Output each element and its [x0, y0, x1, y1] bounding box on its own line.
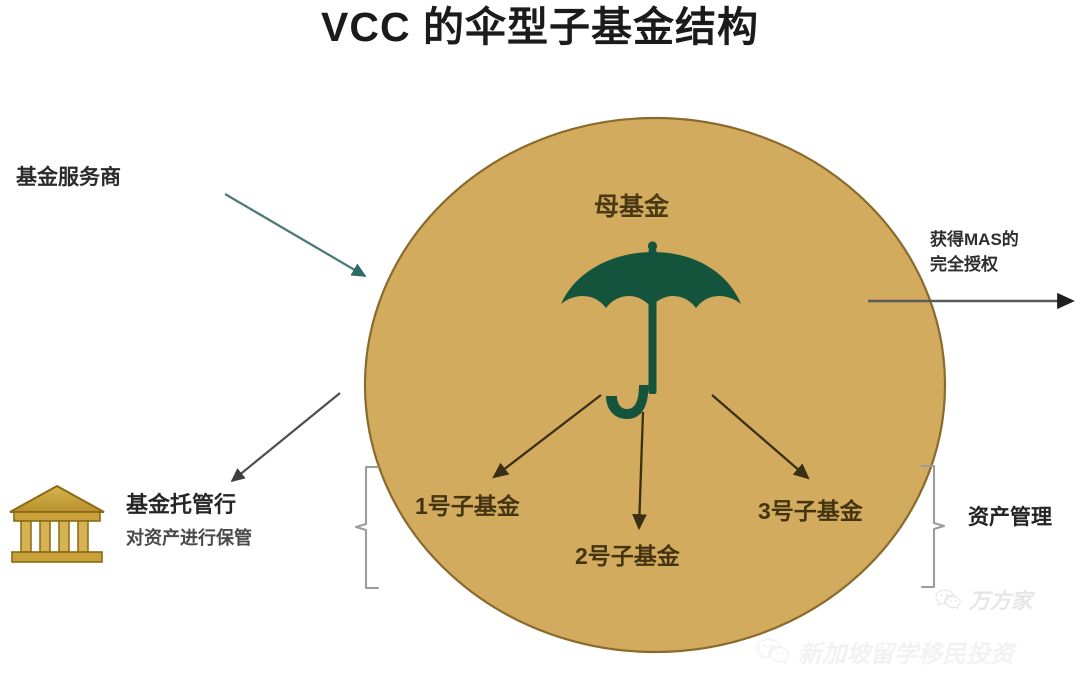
label-custodian-bank-title: 基金托管行 [126, 492, 237, 517]
bank-building-icon [9, 484, 105, 563]
arrow-to-subfund-2 [632, 411, 647, 531]
watermark-top: 万方家 [935, 585, 1032, 615]
umbrella-icon [561, 241, 741, 419]
label-asset-management: 资产管理 [968, 506, 1052, 529]
watermark-bottom: 新加坡留学移民投资 [756, 634, 1014, 669]
wechat-icon [935, 589, 961, 610]
watermark-bottom-text: 新加坡留学移民投资 [798, 641, 1014, 668]
wechat-icon [756, 638, 790, 664]
bracket-left [354, 465, 380, 590]
watermark-top-text: 万方家 [969, 590, 1032, 613]
arrow-to-subfund-3 [711, 394, 810, 480]
label-subfund-2: 2号子基金 [575, 543, 680, 569]
label-mas-authorization: 获得MAS的 完全授权 [930, 230, 1019, 274]
page-title: VCC 的伞型子基金结构 [321, 4, 759, 50]
label-fund-service-provider: 基金服务商 [16, 166, 121, 189]
arrow-to-custodian [230, 392, 341, 483]
label-subfund-3: 3号子基金 [758, 498, 863, 524]
label-parent-fund: 母基金 [594, 193, 670, 221]
label-custodian-bank-subtitle: 对资产进行保管 [126, 528, 252, 548]
label-subfund-1: 1号子基金 [415, 493, 520, 519]
arrow-fund-service-provider [224, 193, 367, 277]
arrow-to-subfund-1 [492, 394, 602, 479]
bracket-right [920, 464, 946, 589]
